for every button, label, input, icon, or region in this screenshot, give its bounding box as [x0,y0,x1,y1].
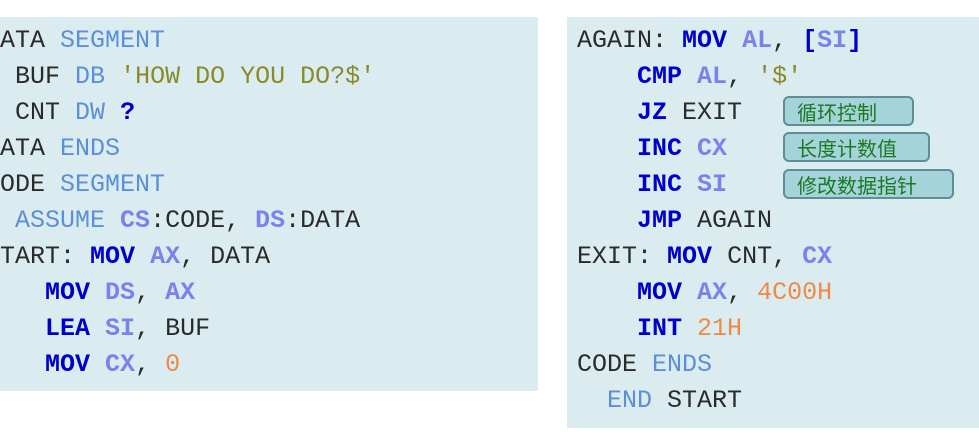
code-token: LEA [45,314,91,343]
code-line: CMP AL, '$' [577,59,802,95]
code-token: MOV [637,278,683,307]
code-token: , [135,350,151,379]
code-line: ATA ENDS [0,131,120,167]
code-token: AX [165,278,196,307]
code-token: ENDS [652,350,713,379]
code-line: MOV CX, 0 [0,347,180,383]
code-token: JMP [637,206,683,235]
code-token: AL [697,62,728,91]
code-token: CMP [637,62,683,91]
code-token: AX [150,242,181,271]
code-token: ? [120,98,136,127]
code-token: , [135,278,151,307]
code-line: CODE ENDS [577,347,712,383]
code-token: INC [637,170,683,199]
code-token: MOV [682,26,728,55]
code-token: SI [105,314,136,343]
code-token: , DATA [180,242,271,271]
code-line: ATA SEGMENT [0,23,165,59]
code-token: ASSUME [15,206,106,235]
code-token: ] [847,26,863,55]
code-token: END [607,386,653,415]
code-token: ATA [0,26,46,55]
note-length-count: 长度计数值 [783,132,930,162]
code-token: SI [697,170,728,199]
code-token: 'HOW DO YOU DO?$' [120,62,376,91]
code-token: :DATA [285,206,361,235]
code-token: INT [637,314,683,343]
code-token: INC [637,134,683,163]
code-token: START [667,386,743,415]
code-token: ENDS [60,134,121,163]
code-token: EXIT: [577,242,653,271]
code-token: MOV [90,242,136,271]
code-token: '$' [757,62,803,91]
code-token: 4C00H [757,278,833,307]
code-token: MOV [45,350,91,379]
code-token: CNT, [727,242,788,271]
code-token: DW [75,98,106,127]
code-line: INT 21H [577,311,742,347]
code-token: ODE [0,170,46,199]
code-line: MOV AX, 4C00H [577,275,832,311]
code-token: ATA [0,134,46,163]
code-line: AGAIN: MOV AL, [SI] [577,23,862,59]
code-token: 21H [697,314,743,343]
code-token: DS [105,278,136,307]
note-modify-pointer: 修改数据指针 [783,169,954,199]
code-token: AL [742,26,773,55]
code-line: INC CX [577,131,727,167]
code-token: CX [105,350,136,379]
code-token: TART: [0,242,76,271]
code-line: MOV DS, AX [0,275,195,311]
code-line: CNT DW ? [0,95,135,131]
right-code-panel: AGAIN: MOV AL, [SI] CMP AL, '$' JZ EXIT … [567,17,979,428]
code-line: JZ EXIT [577,95,742,131]
code-token: MOV [45,278,91,307]
code-line: ODE SEGMENT [0,167,165,203]
code-line: EXIT: MOV CNT, CX [577,239,832,275]
code-token: :CODE, [150,206,256,235]
code-token: SEGMENT [60,170,166,199]
code-token: JZ [637,98,668,127]
code-token: , BUF [135,314,211,343]
code-token: [ [802,26,818,55]
code-token: , [727,278,743,307]
code-line: END START [577,383,742,419]
code-line: INC SI [577,167,727,203]
code-line: JMP AGAIN [577,203,772,239]
code-token: BUF [15,62,61,91]
code-line: LEA SI, BUF [0,311,210,347]
code-token: CODE [577,350,638,379]
code-token: AGAIN: [577,26,668,55]
code-token: CNT [15,98,61,127]
code-token: SEGMENT [60,26,166,55]
code-token: 0 [165,350,181,379]
code-line: ASSUME CS:CODE, DS:DATA [0,203,360,239]
code-token: , [727,62,743,91]
code-token: SI [817,26,848,55]
left-code-panel: ATA SEGMENT BUF DB 'HOW DO YOU DO?$' CNT… [0,17,538,391]
code-token: , [772,26,788,55]
code-token: CS [120,206,151,235]
code-token: EXIT [682,98,743,127]
code-token: AX [697,278,728,307]
code-token: DB [75,62,106,91]
code-token: CX [697,134,728,163]
code-token: DS [255,206,286,235]
code-token: MOV [667,242,713,271]
code-token: CX [802,242,833,271]
code-token: AGAIN [697,206,773,235]
code-line: TART: MOV AX, DATA [0,239,270,275]
note-loop-control: 循环控制 [783,96,914,126]
code-line: BUF DB 'HOW DO YOU DO?$' [0,59,375,95]
